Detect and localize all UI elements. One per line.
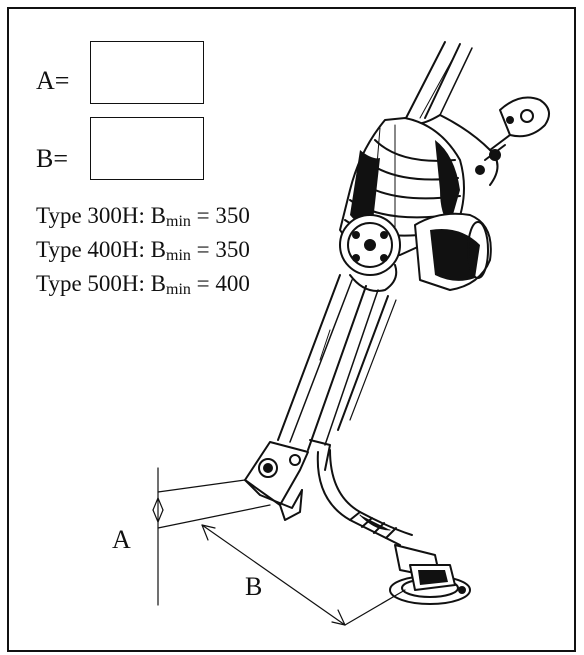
type-400h-line: Type 400H: Bmin = 350 bbox=[36, 238, 250, 268]
type-300h-line: Type 300H: Bmin = 350 bbox=[36, 204, 250, 234]
dimension-b-label: B bbox=[245, 572, 262, 601]
a-input-box[interactable] bbox=[90, 41, 204, 104]
motor-unit bbox=[414, 212, 492, 291]
min-subscript: min bbox=[166, 281, 191, 298]
b-input-box[interactable] bbox=[90, 117, 204, 180]
b-min-value: = 400 bbox=[196, 271, 250, 296]
b-symbol: B bbox=[150, 271, 166, 296]
diagram-frame bbox=[7, 7, 576, 652]
dimension-a bbox=[152, 467, 271, 606]
type-name: Type 300H: bbox=[36, 203, 145, 228]
a-label: A= bbox=[36, 66, 70, 95]
mounting-bracket bbox=[244, 439, 331, 521]
min-subscript: min bbox=[166, 247, 191, 264]
type-name: Type 400H: bbox=[36, 237, 145, 262]
b-symbol: B bbox=[150, 203, 166, 228]
dimension-b bbox=[201, 524, 406, 626]
end-tool bbox=[389, 544, 471, 605]
b-label: B= bbox=[36, 144, 69, 173]
hose bbox=[316, 449, 413, 546]
upper-arm bbox=[404, 41, 473, 125]
joint-cover bbox=[339, 214, 401, 292]
lower-arm bbox=[277, 274, 397, 451]
type-name: Type 500H: bbox=[36, 271, 145, 296]
dimension-a-label: A bbox=[112, 525, 131, 554]
b-min-value: = 350 bbox=[196, 237, 250, 262]
type-500h-line: Type 500H: Bmin = 400 bbox=[36, 272, 250, 302]
b-symbol: B bbox=[150, 237, 166, 262]
top-connector bbox=[439, 96, 550, 186]
b-min-value: = 350 bbox=[196, 203, 250, 228]
min-subscript: min bbox=[166, 213, 191, 230]
